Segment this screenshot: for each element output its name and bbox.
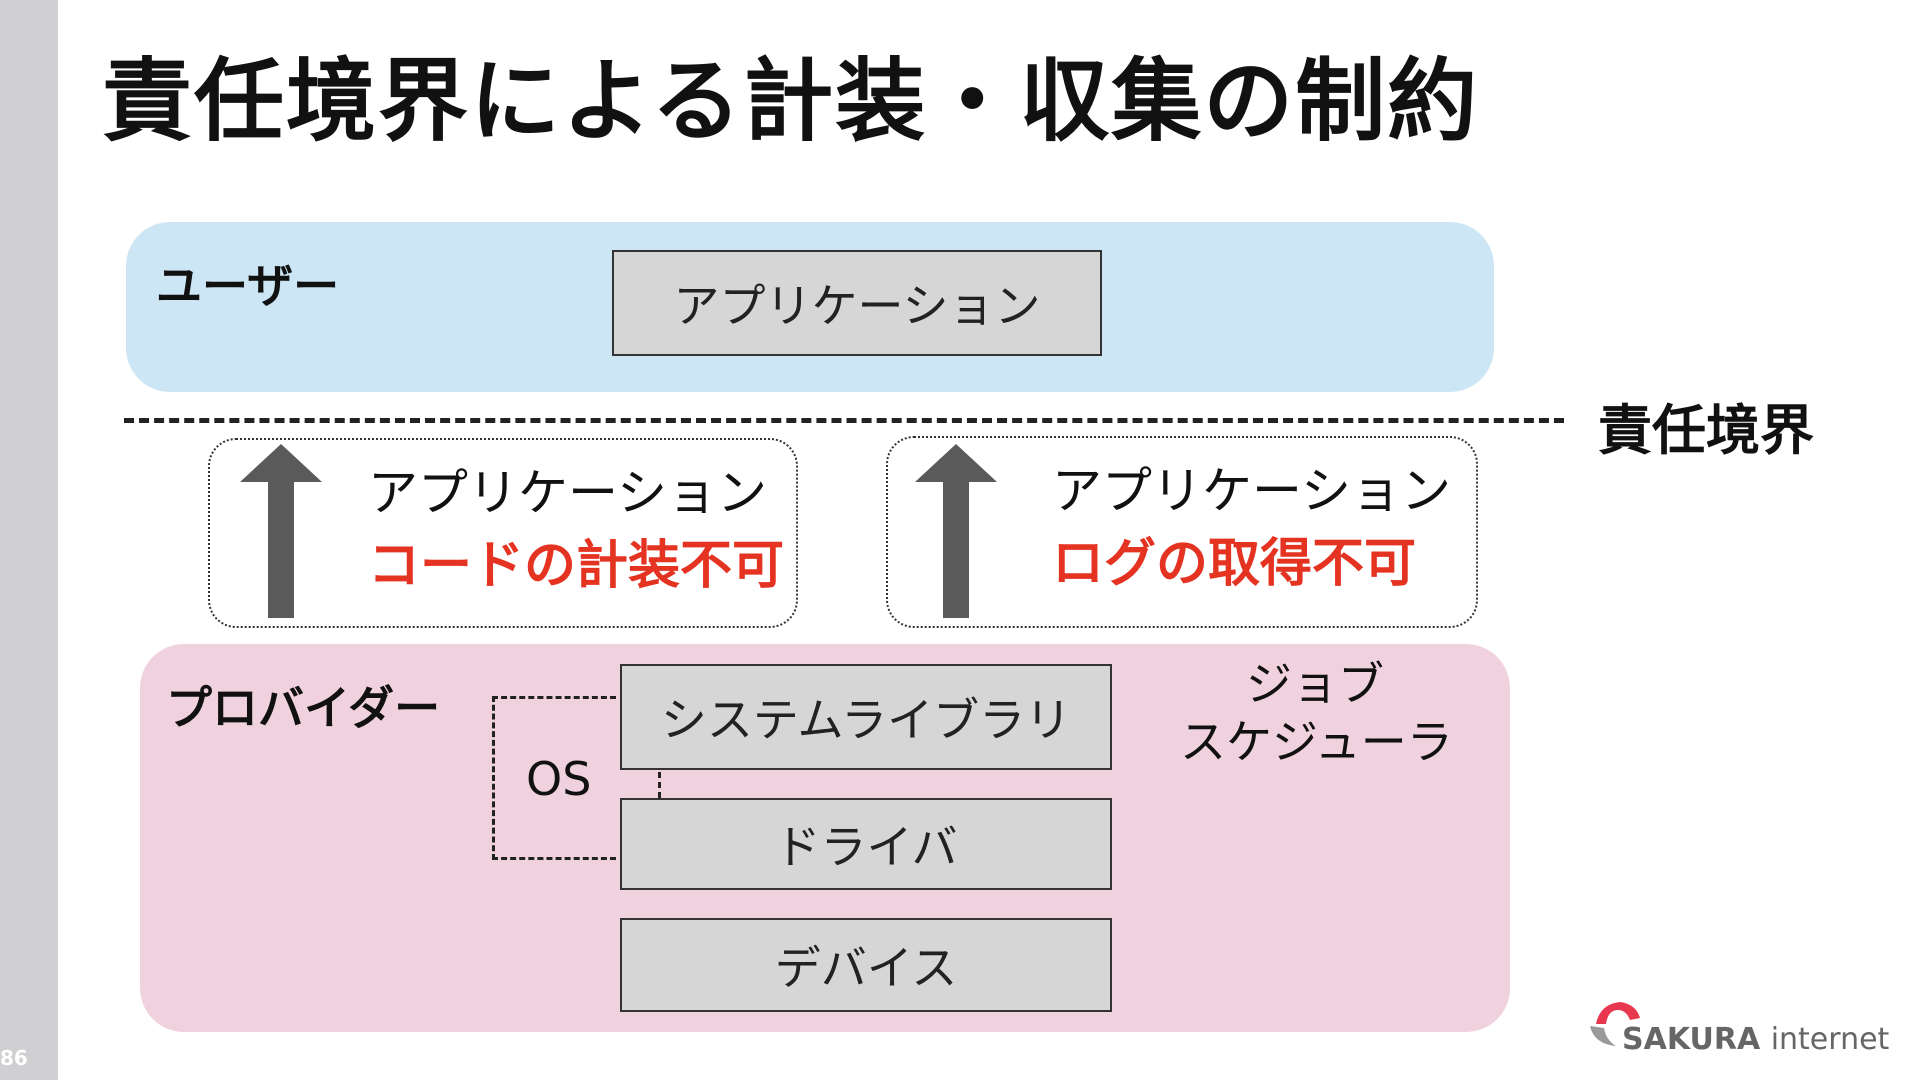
device-box: デバイス [620, 918, 1112, 1012]
slide-sidebar: 86 [0, 0, 58, 1080]
os-label: OS [526, 752, 592, 806]
up-arrow-icon [915, 444, 997, 618]
system-library-box: システムライブラリ [620, 664, 1112, 770]
notice-logs [886, 436, 1478, 628]
notice-logs-line2: ログの取得不可 [1052, 534, 1417, 594]
notice-logs-line1: アプリケーション [1052, 462, 1451, 520]
job-scheduler-line2: スケジューラ [1180, 714, 1453, 769]
logo-suffix: internet [1770, 1022, 1890, 1057]
responsibility-boundary-line [124, 418, 1564, 423]
sakura-logo-icon [1590, 1002, 1640, 1046]
responsibility-boundary-label: 責任境界 [1598, 399, 1814, 462]
logo-brand: SAKURA [1622, 1022, 1761, 1057]
page-number: 86 [0, 1046, 28, 1070]
os-connector [658, 772, 661, 798]
os-bracket [492, 696, 616, 860]
notice-instrumentation-line2: コードの計装不可 [368, 536, 785, 596]
driver-box: ドライバ [620, 798, 1112, 890]
sakura-logo-text: SAKURA internet [1622, 1022, 1889, 1057]
application-box: アプリケーション [612, 250, 1102, 356]
notice-instrumentation-line1: アプリケーション [368, 464, 767, 522]
up-arrow-icon [240, 444, 322, 618]
job-scheduler-line1: ジョブ [1246, 657, 1384, 711]
slide-title: 責任境界による計装・収集の制約 [102, 49, 1480, 154]
provider-layer-label: プロバイダー [166, 681, 441, 735]
job-scheduler-label: ジョブ スケジューラ [1180, 656, 1453, 771]
user-layer-label: ユーザー [156, 259, 340, 313]
